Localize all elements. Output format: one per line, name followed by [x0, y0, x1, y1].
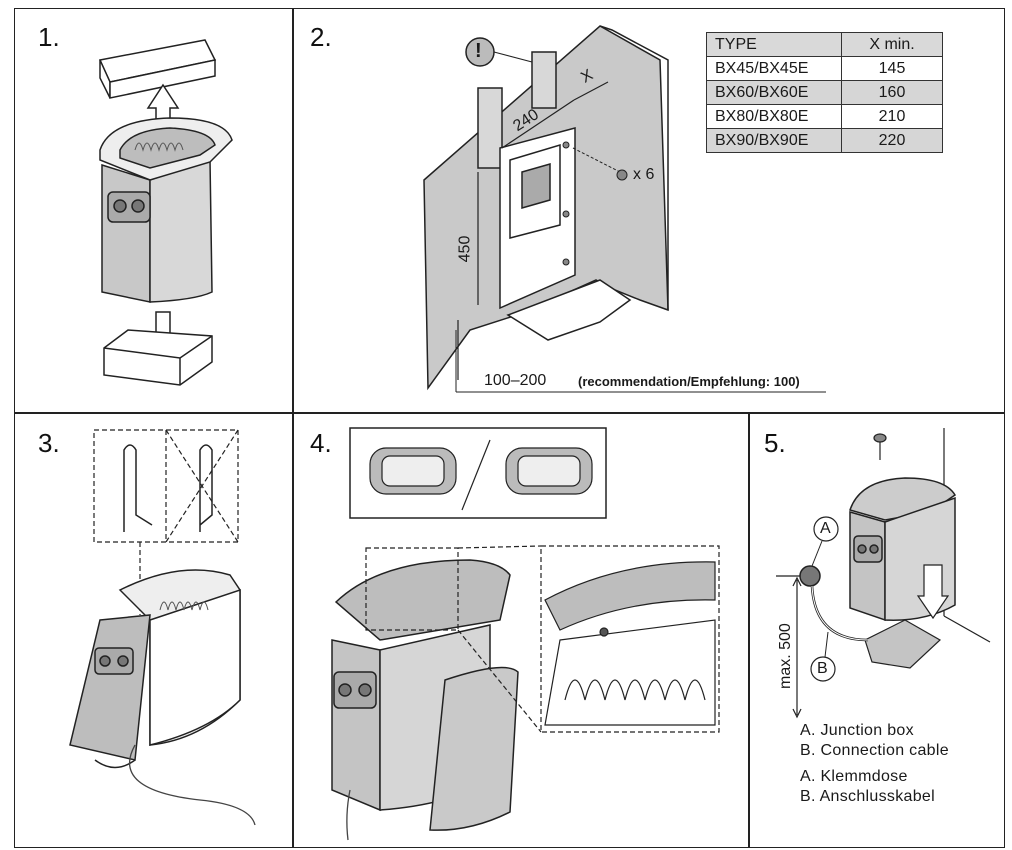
table-cell-xmin: 145 — [841, 56, 943, 81]
table-cell-type: BX80/BX80E — [706, 104, 842, 129]
screw-count: x 6 — [633, 166, 655, 183]
table-cell-xmin: 220 — [841, 128, 943, 153]
panel-step-5 — [748, 412, 1005, 848]
table-cell-type: BX60/BX60E — [706, 80, 842, 105]
table-row: BX60/BX60E 160 — [706, 80, 943, 105]
step-number-3: 3. — [38, 428, 60, 458]
table-row: BX80/BX80E 210 — [706, 104, 943, 129]
step-number-2: 2. — [310, 22, 332, 52]
table-cell-xmin: 210 — [841, 104, 943, 129]
table-cell-type: BX45/BX45E — [706, 56, 842, 81]
panel-step-1 — [14, 8, 294, 414]
panel-step-3 — [14, 412, 294, 848]
table-header-row: TYPE X min. — [706, 32, 943, 57]
legend-junction-box: A. Junction box — [800, 722, 914, 739]
table-cell-type: BX90/BX90E — [706, 128, 842, 153]
recommendation-note: (recommendation/Empfehlung: 100) — [578, 374, 800, 389]
dimension-range: 100–200 — [484, 372, 547, 389]
table-header-type: TYPE — [706, 32, 842, 57]
table-row: BX90/BX90E 220 — [706, 128, 943, 153]
warning-symbol: ! — [475, 40, 482, 62]
legend-anschlusskabel: B. Anschlusskabel — [800, 788, 935, 805]
legend-klemmdose: A. Klemmdose — [800, 768, 908, 785]
table-cell-xmin: 160 — [841, 80, 943, 105]
table-header-xmin: X min. — [841, 32, 943, 57]
clearance-table: TYPE X min. BX45/BX45E 145 BX60/BX60E 16… — [706, 32, 943, 153]
step-number-4: 4. — [310, 428, 332, 458]
panel-step-2 — [292, 8, 1005, 414]
dimension-450: 450 — [456, 235, 474, 263]
panel-step-4 — [292, 412, 750, 848]
label-a: A — [820, 520, 831, 537]
legend-connection-cable: B. Connection cable — [800, 742, 949, 759]
table-row: BX45/BX45E 145 — [706, 56, 943, 81]
step-number-1: 1. — [38, 22, 60, 52]
step-number-5: 5. — [764, 428, 786, 458]
max-distance: max. 500 — [777, 623, 794, 689]
label-b: B — [817, 660, 828, 677]
